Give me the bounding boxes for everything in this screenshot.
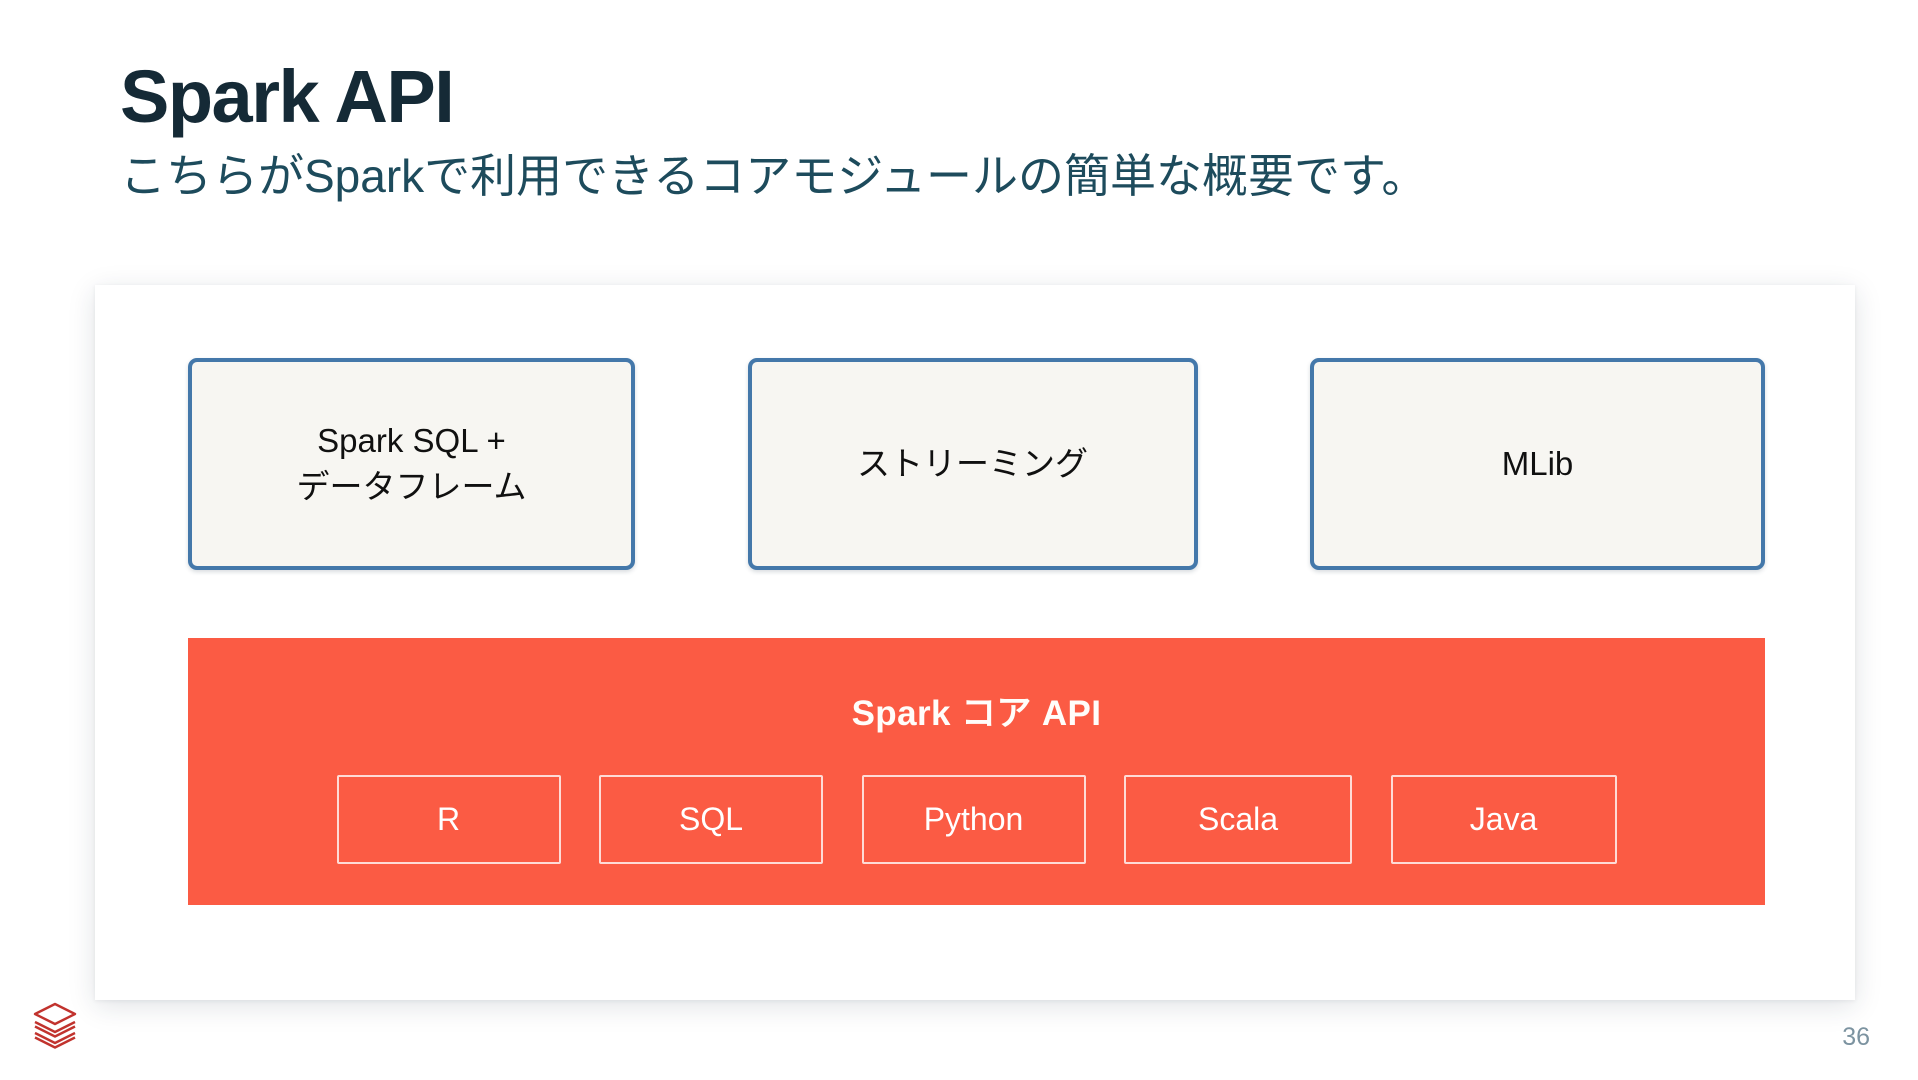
page-subtitle: こちらがSparkで利用できるコアモジュールの簡単な概要です。 <box>120 150 1428 202</box>
module-row: Spark SQL + データフレーム ストリーミング MLib <box>188 358 1765 570</box>
module-label: ストリーミング <box>857 444 1088 482</box>
language-label: R <box>436 801 461 837</box>
language-box-r[interactable]: R <box>336 775 561 864</box>
language-box-java[interactable]: Java <box>1390 775 1617 864</box>
language-box-scala[interactable]: Scala <box>1124 775 1352 864</box>
language-label: Scala <box>1197 801 1279 837</box>
language-box-python[interactable]: Python <box>861 775 1086 864</box>
language-row: R SQL Python Scala Java <box>336 775 1617 864</box>
language-label: Java <box>1469 801 1538 837</box>
spark-core-api-panel: Spark コア API R SQL Python Scala Java <box>188 638 1765 905</box>
language-label: Python <box>923 801 1024 837</box>
spark-core-api-title: Spark コア API <box>851 694 1102 733</box>
module-label: MLib <box>1501 444 1574 482</box>
page-title: Spark API <box>120 55 455 138</box>
module-box-mlib[interactable]: MLib <box>1310 358 1765 570</box>
module-box-streaming[interactable]: ストリーミング <box>747 358 1198 570</box>
page-number: 36 <box>1842 1023 1870 1051</box>
databricks-logo-icon <box>30 1000 80 1054</box>
language-box-sql[interactable]: SQL <box>599 775 823 864</box>
module-box-spark-sql[interactable]: Spark SQL + データフレーム <box>188 358 635 570</box>
diagram-card: Spark SQL + データフレーム ストリーミング MLib Spark コ… <box>95 285 1855 1000</box>
module-label: Spark SQL + データフレーム <box>296 421 527 505</box>
slide-header: Spark API こちらがSparkで利用できるコアモジュールの簡単な概要です… <box>120 60 1720 206</box>
language-label: SQL <box>678 801 744 837</box>
